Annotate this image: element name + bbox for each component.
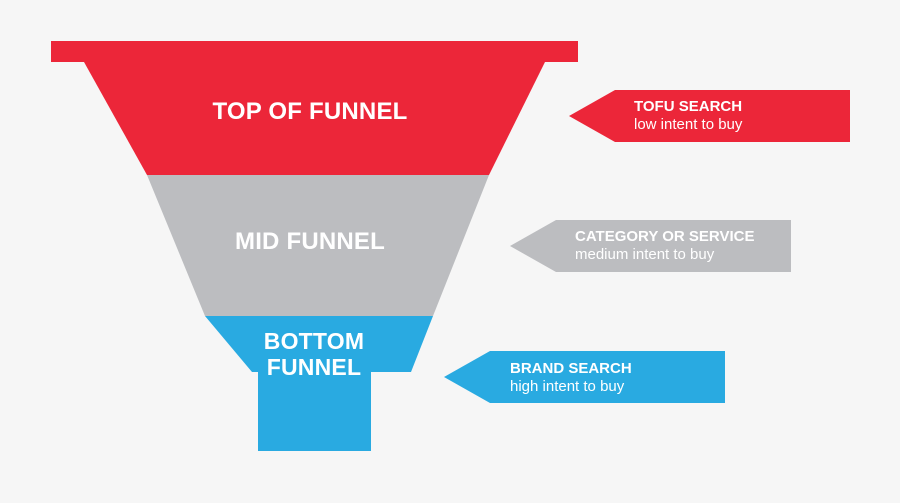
brand-tag-subtitle: high intent to buy bbox=[510, 378, 625, 395]
bottom-funnel-label-line1: BOTTOM bbox=[263, 328, 365, 354]
bottom-funnel-label-line2: FUNNEL bbox=[266, 354, 362, 380]
funnel-mid-section bbox=[147, 175, 489, 316]
mid-funnel-label: MID FUNNEL bbox=[235, 228, 385, 255]
brand-tag: BRAND SEARCH high intent to buy bbox=[510, 360, 632, 396]
top-of-funnel-label: TOP OF FUNNEL bbox=[212, 98, 408, 125]
funnel-spout bbox=[258, 372, 371, 451]
brand-tag-shape bbox=[444, 351, 725, 403]
category-tag-shape bbox=[510, 220, 791, 272]
category-tag: CATEGORY OR SERVICE medium intent to buy bbox=[575, 228, 754, 264]
bottom-funnel-label: BOTTOM FUNNEL bbox=[214, 328, 414, 380]
category-tag-subtitle: medium intent to buy bbox=[575, 246, 715, 263]
funnel-rim bbox=[51, 41, 578, 62]
tofu-tag-subtitle: low intent to buy bbox=[634, 116, 743, 133]
funnel-bottom-section bbox=[205, 316, 433, 372]
tofu-tag-shape bbox=[569, 90, 850, 142]
brand-tag-title: BRAND SEARCH bbox=[510, 360, 632, 377]
tofu-tag: TOFU SEARCH low intent to buy bbox=[634, 98, 742, 134]
tofu-tag-title: TOFU SEARCH bbox=[634, 98, 743, 115]
funnel-top-section bbox=[84, 62, 545, 175]
category-tag-title: CATEGORY OR SERVICE bbox=[575, 228, 755, 245]
